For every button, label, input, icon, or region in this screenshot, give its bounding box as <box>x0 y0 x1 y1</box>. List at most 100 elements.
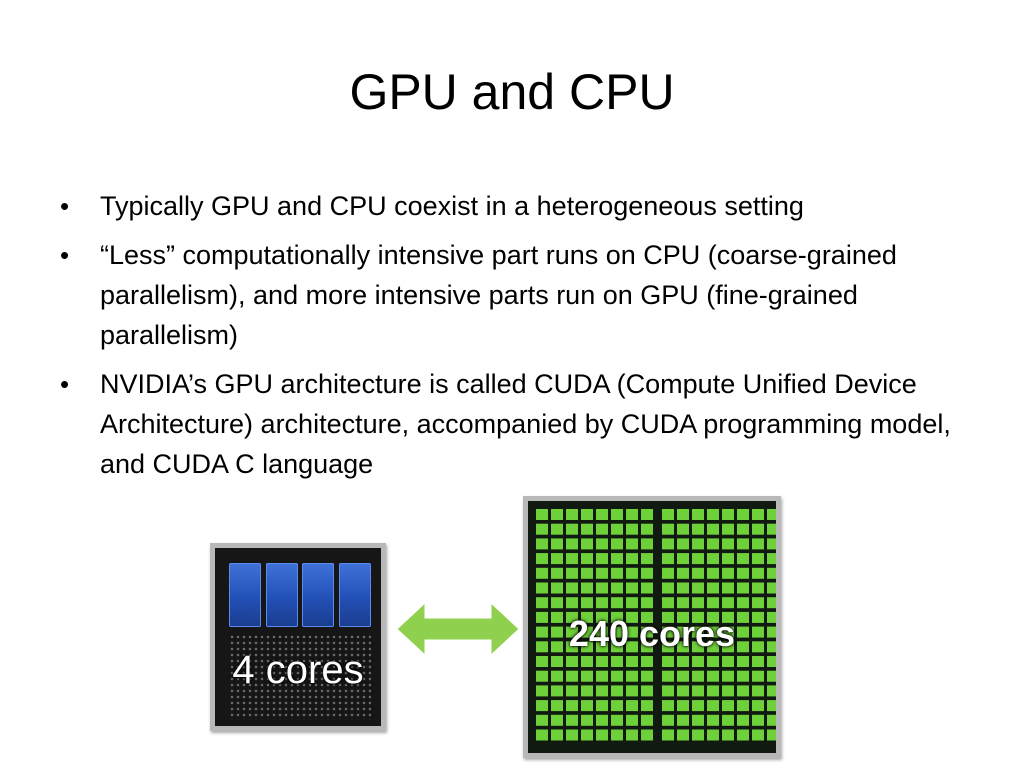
gpu-core-cell <box>641 597 653 609</box>
gpu-core-cell <box>596 700 608 712</box>
gpu-core-cell <box>626 553 638 565</box>
gpu-core-cell <box>566 700 578 712</box>
gpu-core-cell <box>722 582 734 594</box>
slide-title: GPU and CPU <box>349 64 675 120</box>
gpu-core-cell <box>707 567 719 579</box>
gpu-core-cell <box>581 538 593 550</box>
gpu-core-cell <box>596 611 608 623</box>
gpu-core-cell <box>707 656 719 667</box>
gpu-core-cell <box>752 714 764 726</box>
gpu-core-cell <box>641 714 653 726</box>
gpu-core-cell <box>737 611 749 623</box>
gpu-core-cell <box>551 656 563 667</box>
gpu-core-cell <box>737 553 749 565</box>
gpu-core-cell <box>536 538 548 550</box>
gpu-core-cell <box>596 538 608 550</box>
gpu-core-cell <box>737 538 749 550</box>
gpu-core-cell <box>737 656 749 667</box>
gpu-core-cell <box>626 700 638 712</box>
gpu-core-cell <box>662 656 674 667</box>
gpu-core-cell <box>737 729 749 741</box>
gpu-core-cell <box>752 700 764 712</box>
gpu-core-cell <box>722 553 734 565</box>
gpu-core-cell <box>737 523 749 535</box>
bullet-item: • “Less” computationally intensive part … <box>56 235 956 355</box>
gpu-core-cell <box>692 685 704 697</box>
gpu-core-cell <box>752 729 764 741</box>
gpu-core-cell <box>566 611 578 623</box>
gpu-core-cell <box>722 567 734 579</box>
gpu-core-cell <box>752 670 764 682</box>
gpu-core-cell <box>641 567 653 579</box>
gpu-core-cell <box>626 597 638 609</box>
gpu-core-cell <box>677 670 689 682</box>
gpu-core-cell <box>581 729 593 741</box>
bullet-icon: • <box>60 369 70 399</box>
gpu-core-grid <box>536 509 776 741</box>
gpu-core-cell <box>551 685 563 697</box>
gpu-core-cell <box>752 641 764 653</box>
gpu-core-cell <box>707 641 719 653</box>
cpu-cores-label: 4 cores <box>232 648 364 692</box>
gpu-core-cell <box>692 626 704 638</box>
gpu-core-cell <box>767 685 776 697</box>
gpu-core-cell <box>641 670 653 682</box>
bullet-icon: • <box>60 191 70 221</box>
gpu-core-cell <box>722 656 734 667</box>
gpu-core-cell <box>581 553 593 565</box>
gpu-core-cell <box>566 538 578 550</box>
gpu-core-cell <box>626 509 638 520</box>
gpu-core-cell <box>551 700 563 712</box>
gpu-core-cell <box>551 714 563 726</box>
cpu-core-block <box>229 563 261 627</box>
gpu-core-cell <box>737 700 749 712</box>
gpu-core-cell <box>662 626 674 638</box>
gpu-core-cell <box>611 553 623 565</box>
gpu-core-cell <box>551 597 563 609</box>
gpu-core-cell <box>611 670 623 682</box>
gpu-core-cell <box>566 626 578 638</box>
gpu-core-cell <box>581 582 593 594</box>
cpu-chip-illustration: 4 cores <box>210 543 386 731</box>
gpu-core-cell <box>662 670 674 682</box>
cpu-cores-row <box>229 563 371 627</box>
gpu-core-cell <box>662 523 674 535</box>
gpu-core-cell <box>662 567 674 579</box>
gpu-core-cell <box>767 567 776 579</box>
gpu-core-cell <box>737 670 749 682</box>
gpu-core-cell <box>566 597 578 609</box>
gpu-core-cell <box>752 567 764 579</box>
gpu-core-cell <box>692 670 704 682</box>
gpu-core-cell <box>596 582 608 594</box>
gpu-core-cell <box>707 509 719 520</box>
gpu-core-cell <box>596 670 608 682</box>
gpu-core-cell <box>722 714 734 726</box>
bullet-text: Typically GPU and CPU coexist in a heter… <box>100 191 804 221</box>
gpu-core-cell <box>692 714 704 726</box>
gpu-core-cell <box>641 553 653 565</box>
gpu-core-cell <box>536 509 548 520</box>
gpu-core-cell <box>662 714 674 726</box>
gpu-core-cell <box>611 582 623 594</box>
gpu-core-cell <box>692 641 704 653</box>
gpu-core-cell <box>536 567 548 579</box>
gpu-core-cell <box>611 714 623 726</box>
gpu-core-cell <box>566 553 578 565</box>
gpu-core-cell <box>752 523 764 535</box>
gpu-core-cell <box>752 582 764 594</box>
gpu-core-cell <box>611 641 623 653</box>
gpu-core-cell <box>767 670 776 682</box>
gpu-core-cell <box>707 685 719 697</box>
gpu-core-cell <box>641 626 653 638</box>
gpu-core-cell <box>662 538 674 550</box>
gpu-core-cell <box>626 656 638 667</box>
gpu-core-cell <box>767 523 776 535</box>
gpu-core-cell <box>707 670 719 682</box>
gpu-core-cell <box>752 553 764 565</box>
gpu-core-cell <box>551 553 563 565</box>
cpu-core-block <box>265 563 298 627</box>
gpu-core-cell <box>737 626 749 638</box>
gpu-core-cell <box>662 729 674 741</box>
gpu-core-cell <box>737 509 749 520</box>
